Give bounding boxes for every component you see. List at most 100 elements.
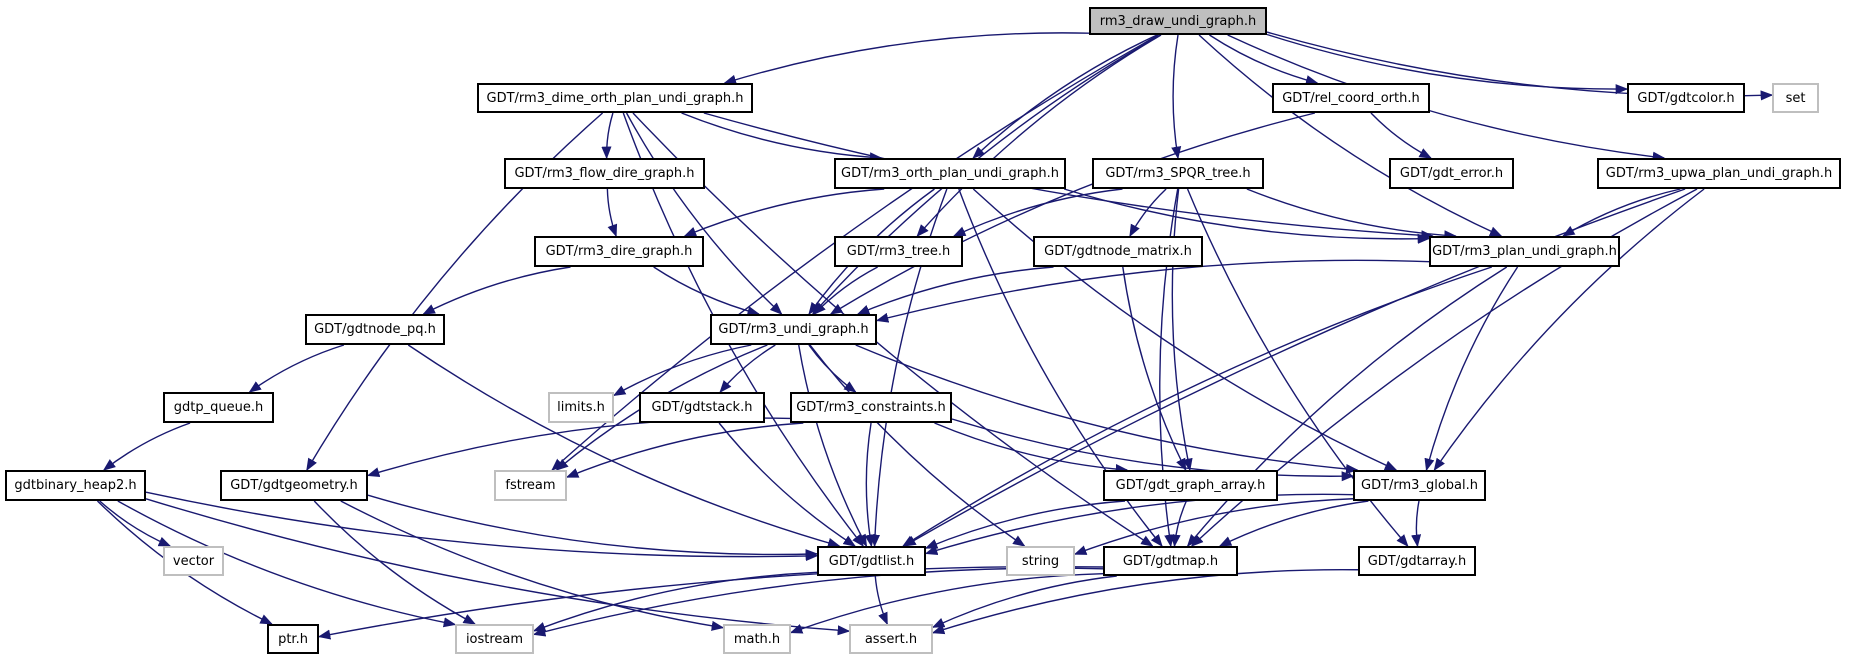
- node-dire-graph[interactable]: GDT/rm3_dire_graph.h: [534, 236, 704, 267]
- edge-dime-orth-to-geometry: [306, 112, 604, 472]
- node-orth-plan[interactable]: GDT/rm3_orth_plan_undi_graph.h: [834, 158, 1066, 189]
- edge-global-to-gdtlist: [924, 493, 1354, 556]
- node-rm3-tree[interactable]: GDT/rm3_tree.h: [834, 236, 963, 267]
- node-label: GDT/gdt_error.h: [1399, 166, 1504, 181]
- node-dime-orth[interactable]: GDT/rm3_dime_orth_plan_undi_graph.h: [477, 83, 753, 113]
- node-label: GDT/rel_coord_orth.h: [1282, 90, 1420, 106]
- node-label: GDT/rm3_global.h: [1361, 478, 1478, 493]
- edge-orth-plan-to-dire-graph: [683, 188, 885, 237]
- edge-root-to-rel-coord: [1209, 34, 1319, 85]
- edge-geometry-to-math: [340, 500, 725, 631]
- edge-undi-graph-to-global: [855, 344, 1359, 474]
- node-label: GDT/rm3_dire_graph.h: [545, 244, 693, 259]
- edge-root-to-plan-undi: [1198, 34, 1503, 237]
- edge-rel-coord-to-gdt-error: [1370, 112, 1432, 159]
- node-vector[interactable]: vector: [163, 546, 224, 576]
- node-spqr[interactable]: GDT/rm3_SPQR_tree.h: [1092, 158, 1264, 189]
- node-label: GDT/rm3_orth_plan_undi_graph.h: [841, 166, 1059, 181]
- node-label: set: [1785, 90, 1806, 106]
- node-geometry[interactable]: GDT/gdtgeometry.h: [220, 470, 368, 501]
- edge-root-to-upwa: [1227, 34, 1666, 162]
- node-label: gdtp_queue.h: [173, 400, 264, 415]
- edge-geometry-to-gdtlist: [367, 494, 819, 560]
- edge-upwa-to-global: [1433, 188, 1705, 472]
- edge-node-matrix-to-undi-graph: [856, 266, 1054, 315]
- node-flow-dire[interactable]: GDT/rm3_flow_dire_graph.h: [504, 158, 705, 189]
- node-label: GDT/rm3_dime_orth_plan_undi_graph.h: [486, 90, 744, 106]
- node-label: GDT/rm3_plan_undi_graph.h: [1432, 244, 1617, 259]
- node-gdt-error[interactable]: GDT/gdt_error.h: [1389, 158, 1514, 189]
- node-node-matrix[interactable]: GDT/gdtnode_matrix.h: [1033, 236, 1203, 267]
- node-gdtcolor[interactable]: GDT/gdtcolor.h: [1627, 83, 1745, 113]
- edge-binary-heap-to-assert: [145, 498, 851, 636]
- edge-binary-heap-to-vector: [99, 500, 172, 547]
- node-upwa[interactable]: GDT/rm3_upwa_plan_undi_graph.h: [1597, 158, 1841, 189]
- edge-orth-plan-to-plan-undi: [1063, 188, 1431, 244]
- node-graph-array[interactable]: GDT/gdt_graph_array.h: [1103, 470, 1278, 501]
- edge-root-to-rm3-tree: [916, 34, 1162, 237]
- node-label: GDT/rm3_SPQR_tree.h: [1105, 166, 1251, 181]
- edge-node-pq-to-gdtp-queue: [248, 344, 345, 393]
- edge-dime-orth-to-orth-plan: [681, 112, 883, 163]
- node-math[interactable]: math.h: [723, 624, 791, 654]
- node-label: fstream: [505, 478, 556, 493]
- node-gdtarray[interactable]: GDT/gdtarray.h: [1358, 546, 1476, 576]
- node-node-pq[interactable]: GDT/gdtnode_pq.h: [305, 314, 445, 345]
- node-rel-coord[interactable]: GDT/rel_coord_orth.h: [1272, 83, 1430, 113]
- edge-plan-undi-to-gdtmap: [1186, 266, 1508, 547]
- node-assert[interactable]: assert.h: [849, 624, 933, 654]
- node-root[interactable]: rm3_draw_undi_graph.h: [1089, 7, 1267, 35]
- edge-global-to-string: [1073, 498, 1354, 555]
- node-gdtp-queue[interactable]: gdtp_queue.h: [163, 392, 274, 423]
- edge-node-pq-to-gdtlist: [407, 344, 841, 548]
- edge-root-to-spqr: [1171, 34, 1182, 160]
- edge-spqr-to-graph-array: [1171, 188, 1193, 472]
- edge-rel-coord-to-undi-graph: [829, 112, 1316, 315]
- edge-node-matrix-to-graph-array: [1122, 266, 1187, 472]
- node-constraints[interactable]: GDT/rm3_constraints.h: [790, 392, 952, 423]
- node-gdtlist[interactable]: GDT/gdtlist.h: [817, 546, 926, 576]
- node-plan-undi[interactable]: GDT/rm3_plan_undi_graph.h: [1429, 236, 1620, 267]
- edge-dire-graph-to-undi-graph: [653, 266, 761, 316]
- edge-root-to-gdtcolor: [1266, 33, 1629, 95]
- node-limits[interactable]: limits.h: [548, 392, 614, 423]
- node-label: string: [1021, 553, 1060, 569]
- node-global[interactable]: GDT/rm3_global.h: [1353, 470, 1486, 501]
- node-label: gdtbinary_heap2.h: [14, 478, 137, 493]
- node-gdtstack[interactable]: GDT/gdtstack.h: [639, 392, 765, 423]
- edge-gdtmap-to-ptr: [317, 565, 1104, 640]
- edge-constraints-to-graph-array: [934, 422, 1129, 475]
- edge-global-to-gdtmap: [1218, 500, 1369, 547]
- node-undi-graph[interactable]: GDT/rm3_undi_graph.h: [710, 314, 877, 345]
- edge-undi-graph-to-string: [809, 344, 1026, 547]
- node-label: ptr.h: [278, 631, 308, 647]
- edge-global-to-gdtarray: [1411, 500, 1422, 548]
- edge-dime-orth-to-plan-undi: [703, 112, 1434, 241]
- edge-undi-graph-to-limits: [612, 344, 752, 397]
- edge-gdtarray-to-assert: [931, 568, 1359, 635]
- node-set[interactable]: set: [1772, 83, 1819, 113]
- node-gdtmap[interactable]: GDT/gdtmap.h: [1103, 546, 1238, 576]
- edge-dime-orth-to-undi-graph: [625, 112, 783, 315]
- node-label: math.h: [733, 631, 781, 647]
- node-label: GDT/gdtmap.h: [1122, 553, 1219, 569]
- edge-upwa-to-gdtlist: [903, 188, 1686, 547]
- edge-root-to-dime-orth: [723, 32, 1090, 85]
- node-binary-heap[interactable]: gdtbinary_heap2.h: [5, 470, 146, 501]
- node-fstream[interactable]: fstream: [494, 470, 567, 501]
- edge-gdtlist-to-iostream: [532, 571, 818, 632]
- node-iostream[interactable]: iostream: [455, 624, 534, 654]
- edge-gdtmap-to-assert: [931, 575, 1117, 628]
- edge-flow-dire-to-dire-graph: [606, 188, 618, 238]
- node-label: iostream: [465, 631, 524, 647]
- edge-spqr-to-node-matrix: [1129, 188, 1167, 238]
- edge-plan-undi-to-undi-graph: [875, 259, 1430, 323]
- node-label: GDT/gdtstack.h: [651, 400, 753, 415]
- edge-spqr-to-rm3-tree: [952, 188, 1123, 237]
- edge-constraints-to-fstream: [565, 422, 804, 478]
- node-label: GDT/gdtarray.h: [1367, 553, 1467, 569]
- edge-gdtmap-to-math: [789, 573, 1104, 634]
- node-ptr[interactable]: ptr.h: [267, 624, 319, 654]
- edge-geometry-to-iostream: [313, 500, 477, 625]
- node-string[interactable]: string: [1006, 546, 1075, 576]
